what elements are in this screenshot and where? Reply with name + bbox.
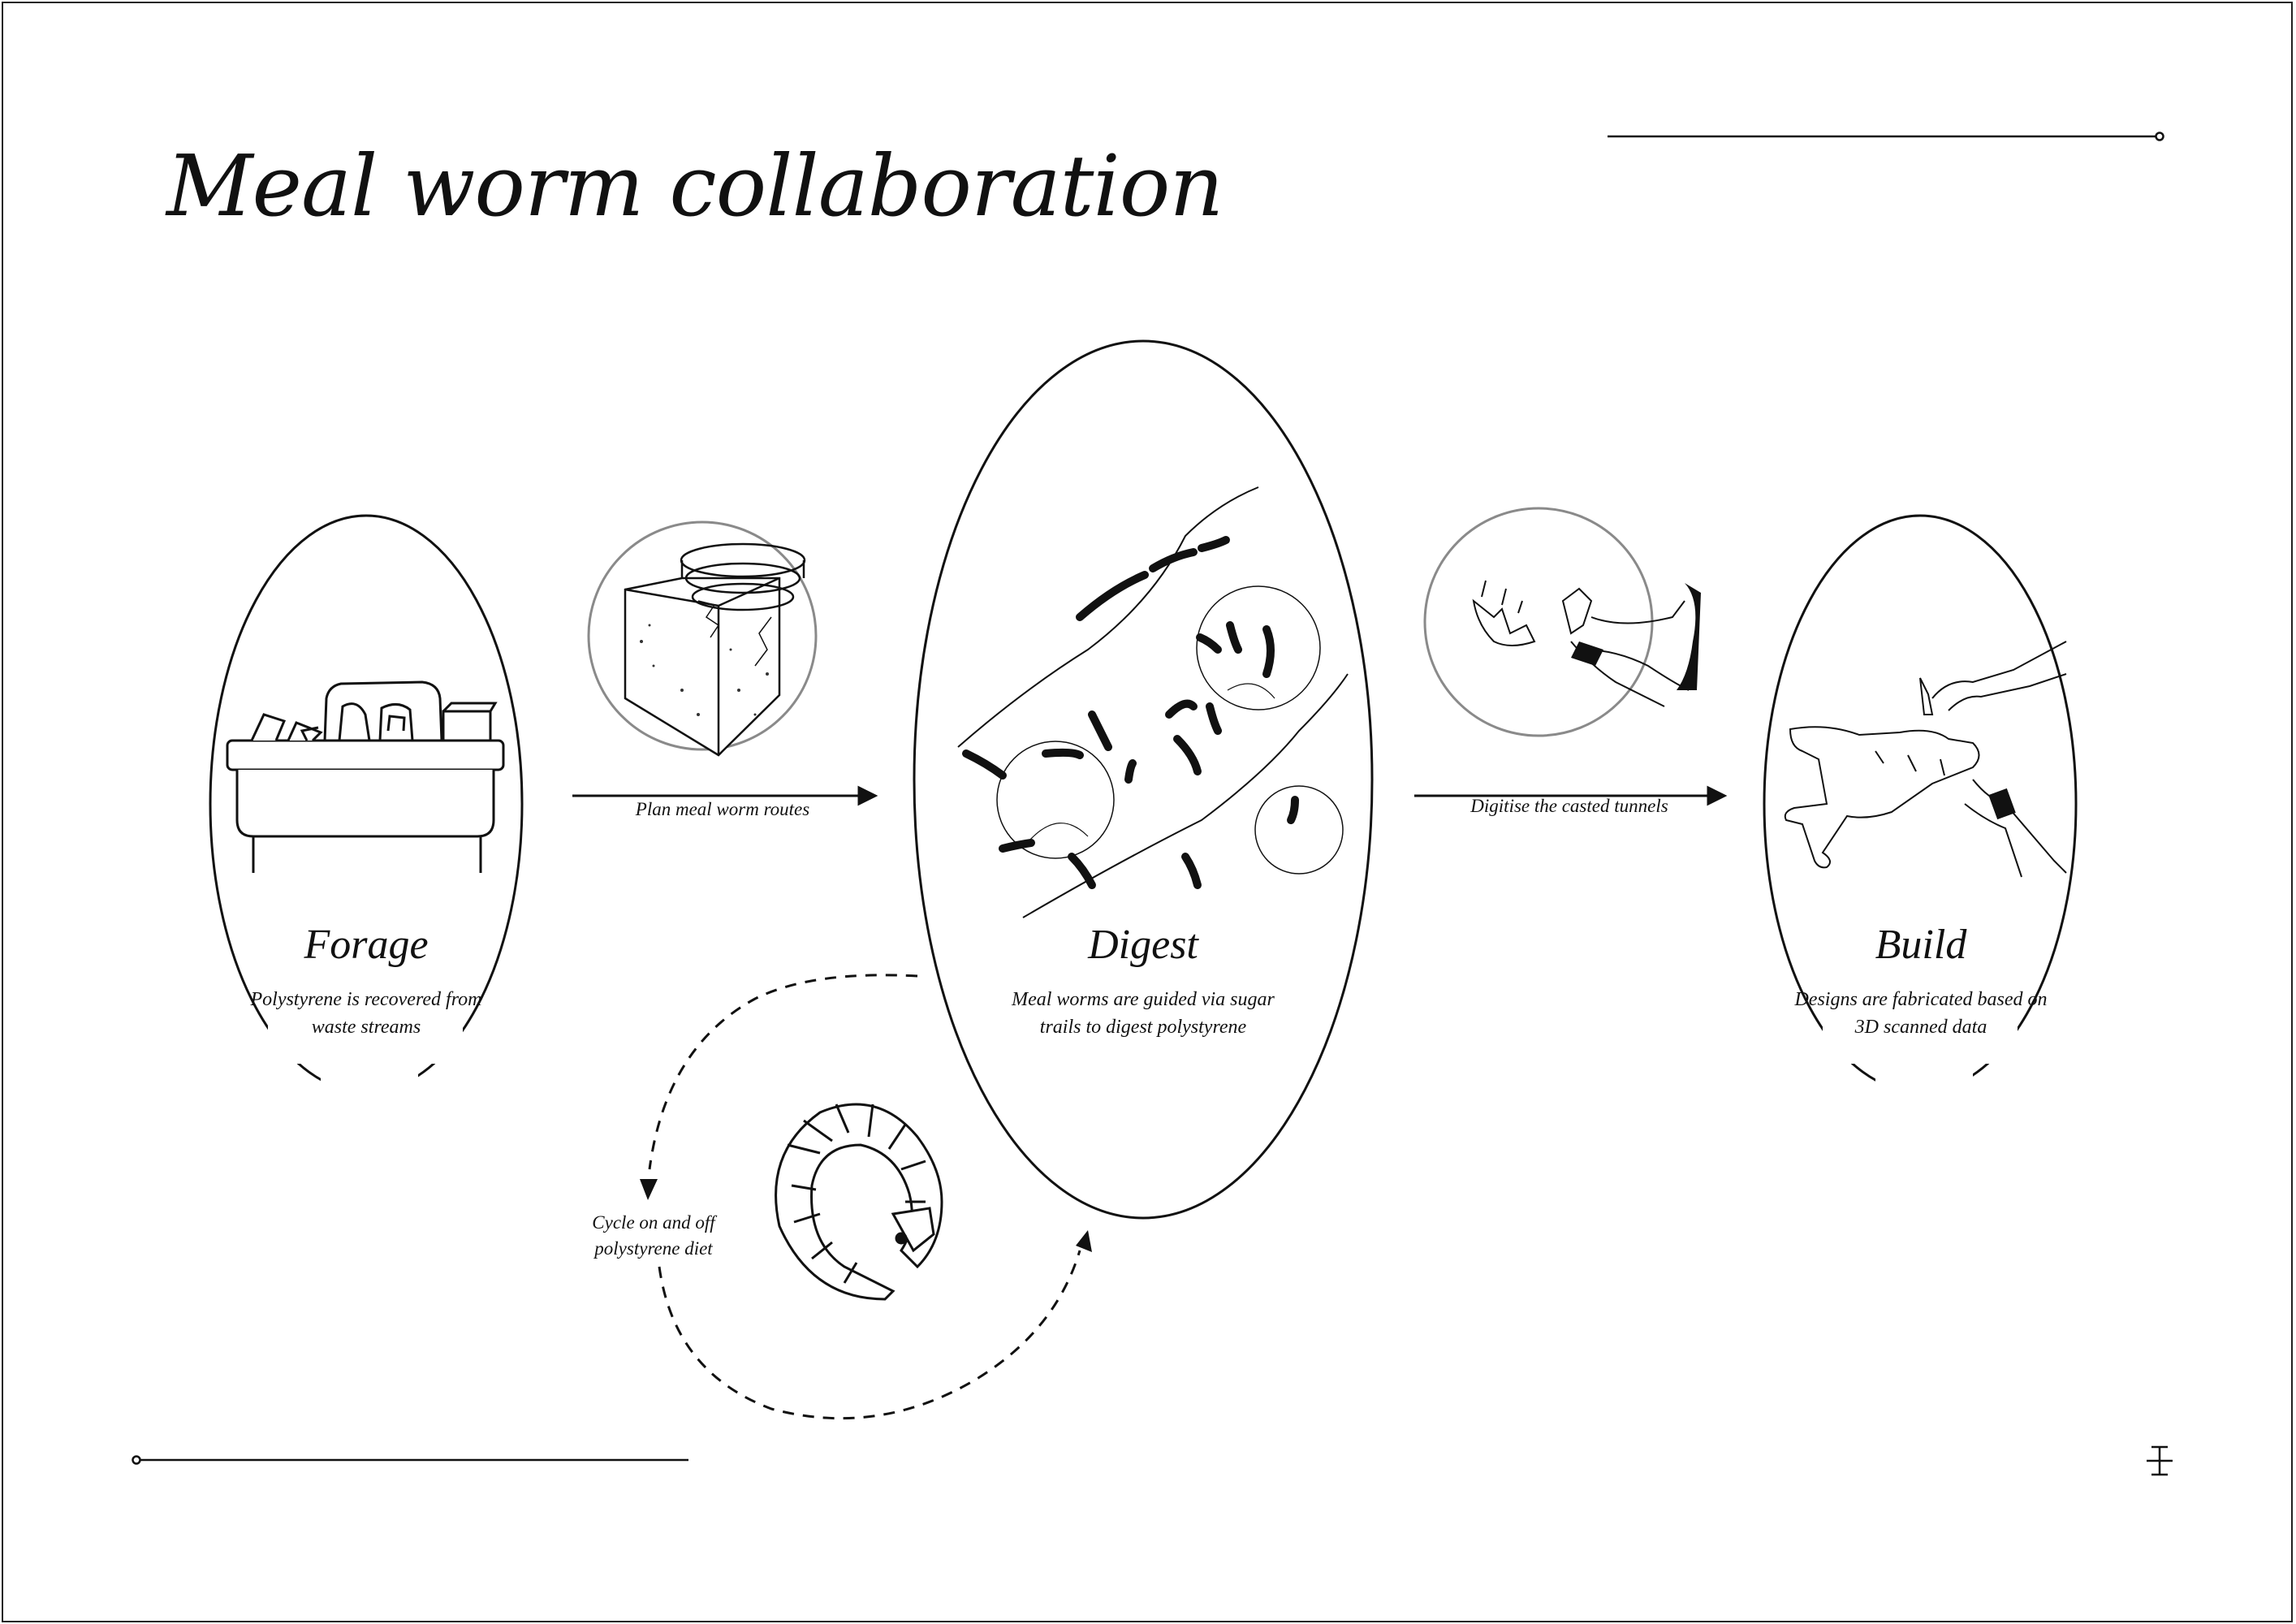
transition-label-digitise: Digitise the casted tunnels [1470,796,1668,816]
page-title: Meal worm collaboration [166,136,1224,235]
forage-ellipse [209,514,524,1096]
cycle-loop [648,974,1081,1420]
stage-desc-digest: Meal worms are guided via sugar trails t… [1012,989,1275,1038]
transition-label-plan: Plan meal worm routes [635,799,810,819]
bottom-left-rule [132,1455,688,1465]
worm-tunnel-icon [957,486,1349,918]
transition-label-cycle: Cycle on and off polystyrene diet [592,1212,715,1259]
stage-title-forage: Forage [304,922,429,968]
digest-ellipse [913,339,1374,1220]
scan-icon [1423,507,1701,737]
stage-desc-build: Designs are fabricated based on 3D scann… [1794,989,2048,1038]
cycle-arrowheads [640,1179,1092,1252]
stage-title-build: Build [1875,922,1967,968]
stage-desc-forage: Polystyrene is recovered from waste stre… [250,989,482,1038]
curled-worm-icon [775,1103,943,1301]
top-right-rule [1608,132,2164,141]
arrow-plan [572,785,878,806]
cross-logo-icon [2147,1445,2173,1476]
stage-title-digest: Digest [1088,922,1198,968]
build-ellipse [1763,514,2078,1096]
fabrication-icon [1784,641,2067,878]
route-box-icon [587,520,818,757]
arrow-digitise [1414,785,1728,806]
waste-bin-icon [226,680,505,873]
